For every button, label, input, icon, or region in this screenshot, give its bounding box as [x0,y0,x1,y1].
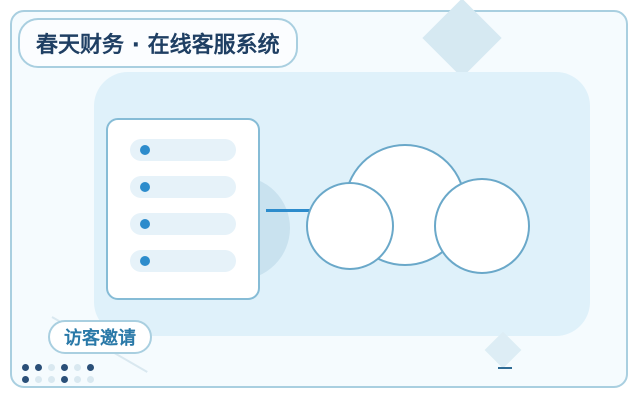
list-bullet [140,219,150,229]
dot [48,376,55,383]
dot [74,376,81,383]
cloud-circle-right [434,178,530,274]
dot [22,376,29,383]
list-item [130,139,236,161]
list-card-icon [106,118,260,300]
dot [61,364,68,371]
dot [22,364,29,371]
dot [35,376,42,383]
list-item [130,213,236,235]
list-item [130,176,236,198]
list-bullet [140,145,150,155]
list-item [130,250,236,272]
cloud-circle-left [306,182,394,270]
dot [87,364,94,371]
dot [87,376,94,383]
visitor-invite-button[interactable]: 访客邀请 [48,320,152,354]
dot [35,364,42,371]
dot [74,364,81,371]
list-bullet [140,182,150,192]
dot [61,376,68,383]
dot-pattern [22,364,102,388]
dot [48,364,55,371]
page-title: 春天财务 · 在线客服系统 [18,18,298,68]
connector-line [266,209,330,212]
list-bullet [140,256,150,266]
decor-dash [498,367,512,369]
